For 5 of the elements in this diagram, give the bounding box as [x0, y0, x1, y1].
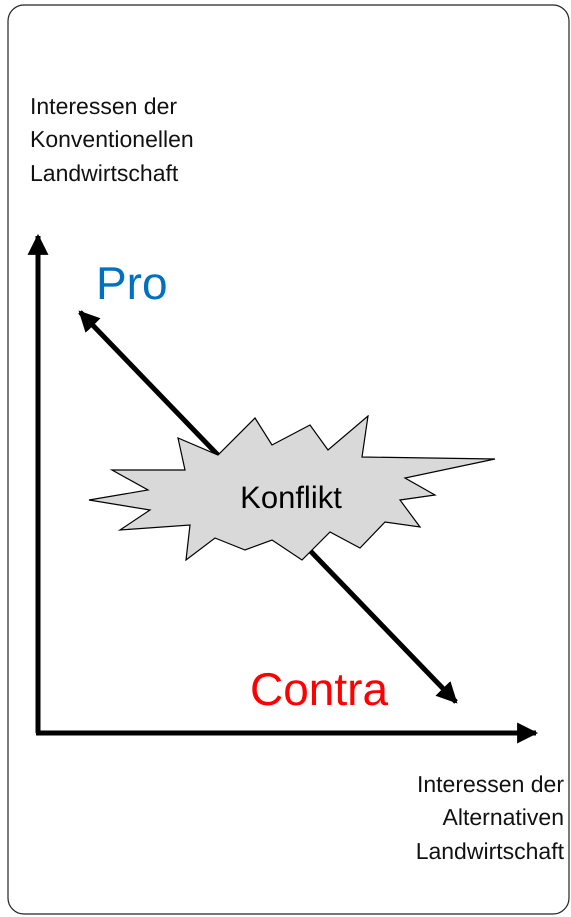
pro-label: Pro — [96, 258, 169, 309]
axis-label: Interessen der Alternativen Landwirtschaft — [414, 770, 564, 866]
axis-label: Interessen der Konventionellen Landwirtschaft — [30, 92, 195, 188]
burst-label: Konflikt — [240, 480, 342, 516]
contra-label: Contra — [250, 664, 390, 715]
